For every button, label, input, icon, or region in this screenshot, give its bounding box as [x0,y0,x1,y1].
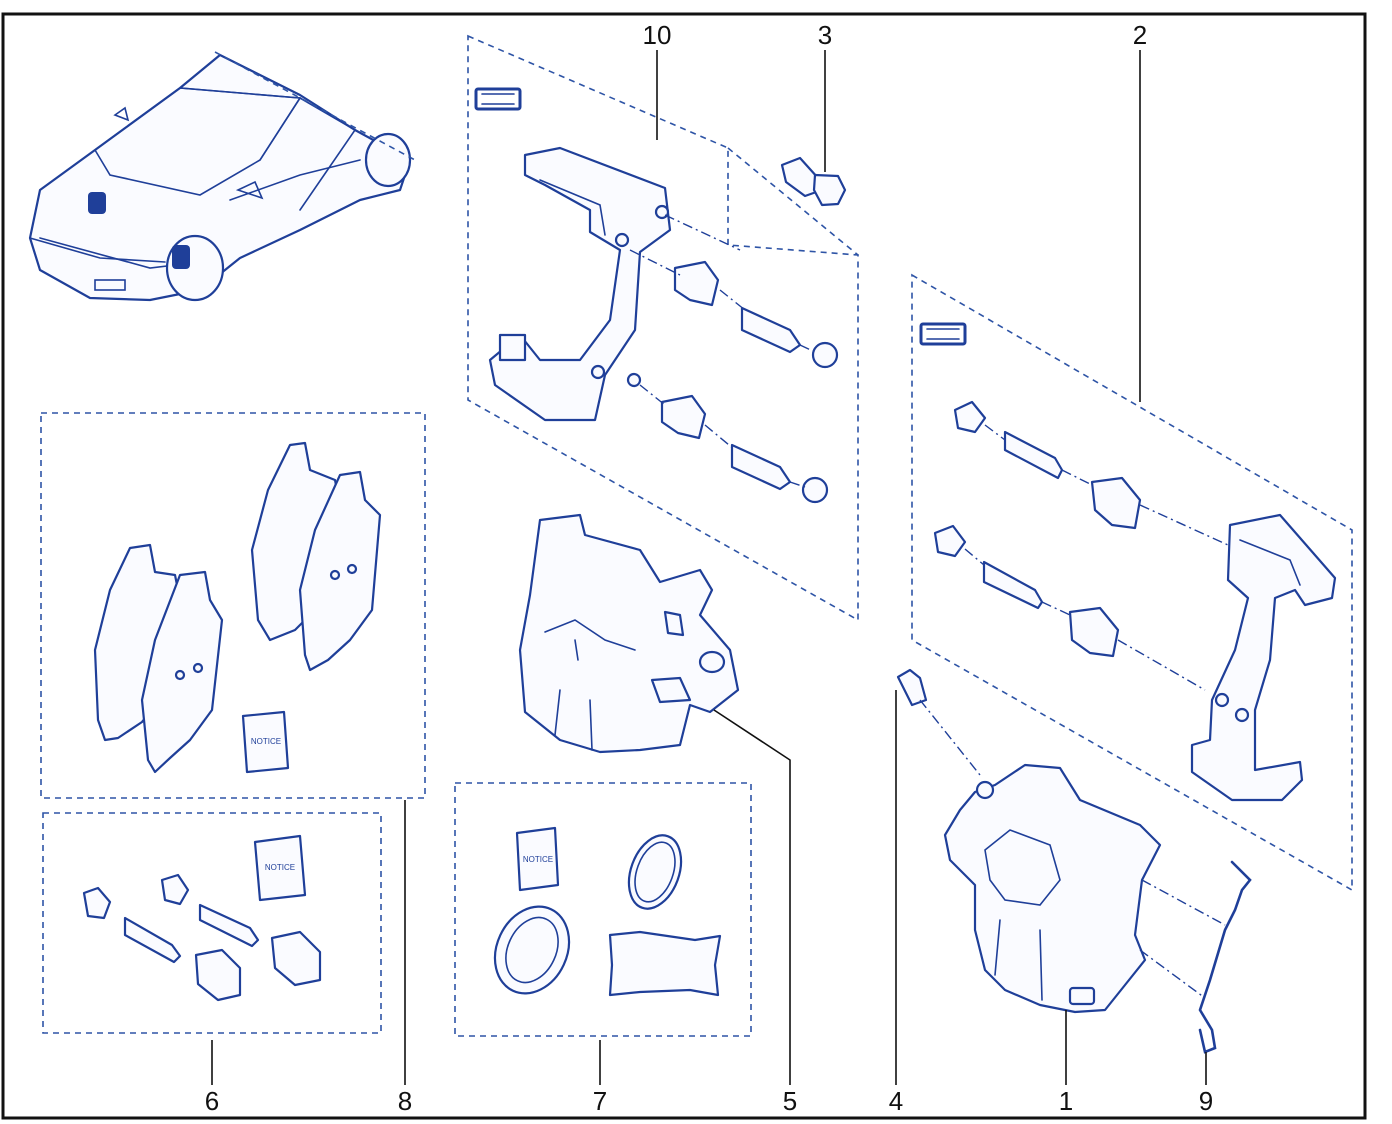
guide-kit-6: NOTICE [42,812,382,1034]
car-illustration [28,51,416,302]
caliper-1 [943,763,1162,1014]
bracket-kit-10 [467,34,859,622]
seal-kit-7: NOTICE [454,782,752,1037]
bolt-3 [780,156,847,207]
callout-2: 2 [1133,20,1147,50]
pads-kit-8: NOTICE [40,412,426,799]
callout-8: 8 [398,1086,412,1116]
spring-clip-9 [1139,860,1252,1054]
bleed-screw-4 [896,668,981,776]
callout-3: 3 [818,20,832,50]
bracket-kit-2 [911,273,1353,892]
diagram-frame [1,12,1367,1120]
seal-notice-label: NOTICE [523,855,553,864]
kit-badge-icon [474,87,522,111]
callout-4: 4 [889,1086,903,1116]
caliper-5 [518,513,740,754]
callout-6: 6 [205,1086,219,1116]
pads-notice-label: NOTICE [251,737,281,746]
guide-notice-label: NOTICE [265,863,295,872]
callout-5: 5 [783,1086,797,1116]
leader-lines [211,50,1207,1085]
callout-10: 10 [643,20,672,50]
callout-9: 9 [1199,1086,1213,1116]
kit-badge-icon-2 [919,322,967,346]
callout-7: 7 [593,1086,607,1116]
callout-numbers: 10 3 2 6 8 7 5 4 1 9 [205,20,1213,1116]
callout-1: 1 [1059,1086,1073,1116]
